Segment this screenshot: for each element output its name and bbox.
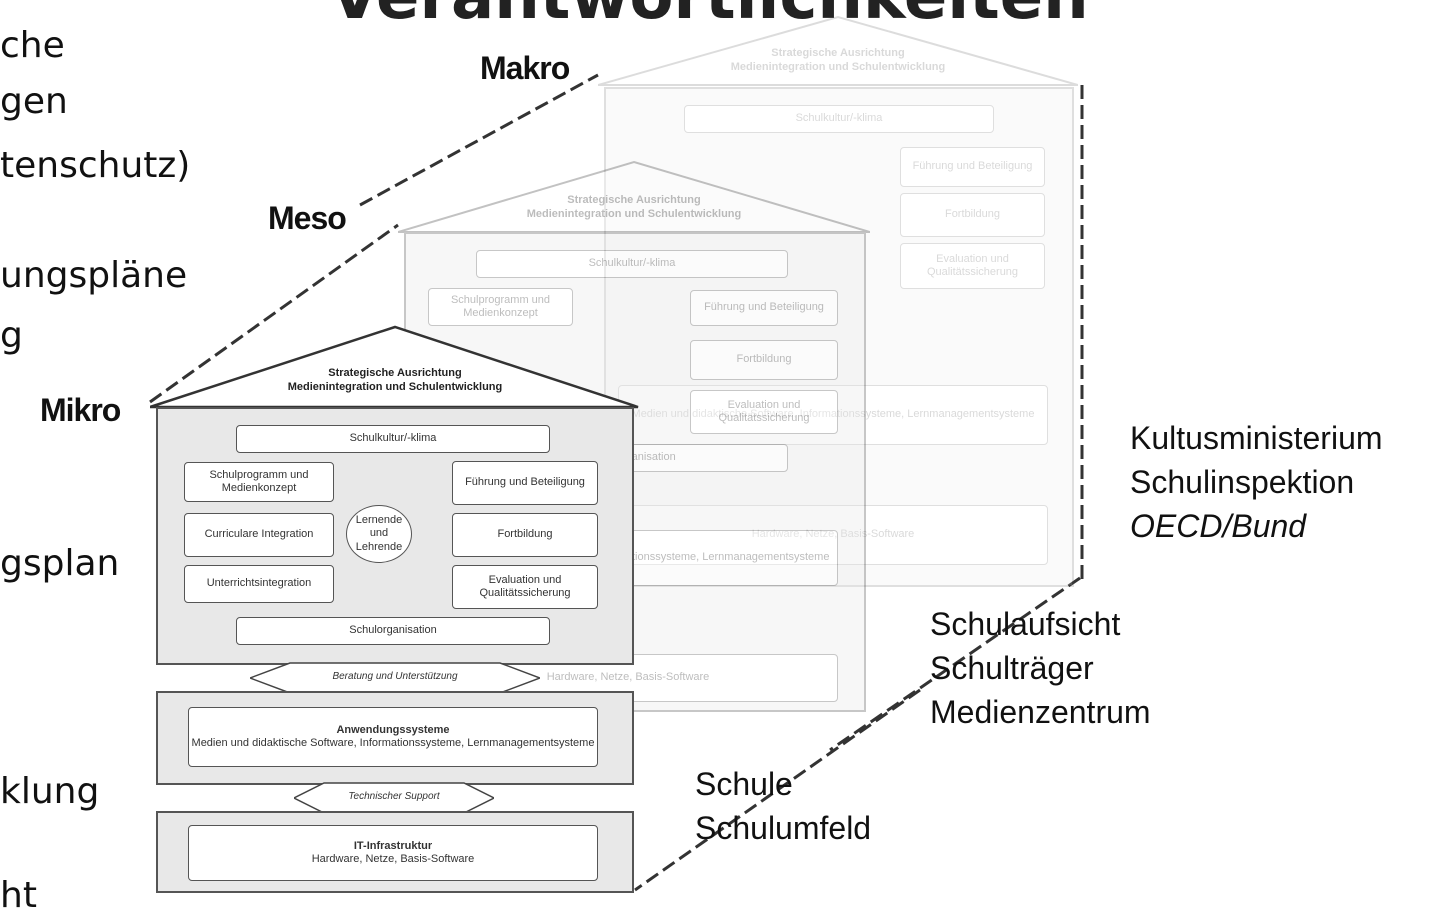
right-group-meso: Schulaufsicht Schulträger Medienzentrum bbox=[930, 602, 1151, 734]
left-fragment-1: che bbox=[0, 25, 65, 66]
meso-roof-line2: Medienintegration und Schulentwicklung bbox=[526, 207, 742, 220]
makro-it: Hardware, Netze, Basis-Software bbox=[618, 505, 1048, 565]
meso-roof-text: Strategische Ausrichtung Medienintegrati… bbox=[508, 194, 760, 222]
mikro-beratung-label: Beratung und Unterstützung bbox=[332, 671, 458, 682]
mikro-actor-2: Schulumfeld bbox=[695, 810, 872, 846]
mikro-fuehrung: Führung und Beteiligung bbox=[452, 461, 598, 505]
left-fragment-3: tenschutz) bbox=[0, 145, 191, 186]
mikro-support-label: Technischer Support bbox=[348, 791, 440, 802]
mikro-it-title: IT-Infrastruktur bbox=[353, 839, 433, 852]
meso-fortbildung: Fortbildung bbox=[690, 340, 838, 380]
level-label-mikro: Mikro bbox=[40, 392, 121, 428]
page-title: Verantwortlichkeiten bbox=[330, 0, 1089, 34]
mikro-anwendung: Anwendungssysteme Medien und didaktische… bbox=[188, 707, 598, 767]
makro-fuehrung: Führung und Beteiligung bbox=[900, 147, 1045, 187]
makro-anwendung: Medien und didaktische Software, Informa… bbox=[618, 385, 1048, 445]
mikro-house: Strategische Ausrichtung Medienintegrati… bbox=[150, 325, 640, 896]
makro-roof bbox=[598, 15, 1078, 86]
makro-actor-3: OECD/Bund bbox=[1130, 508, 1307, 544]
connector-lines bbox=[149, 73, 1084, 892]
level-label-meso: Meso bbox=[268, 200, 347, 236]
left-fragment-2: gen bbox=[0, 81, 68, 122]
mikro-roof-line1: Strategische Ausrichtung bbox=[328, 367, 462, 379]
mikro-anwendung-title: Anwendungssysteme bbox=[336, 723, 450, 736]
mikro-evaluation: Evaluation und Qualitätssicherung bbox=[452, 565, 598, 609]
mikro-unterricht: Unterrichtsintegration bbox=[184, 565, 334, 603]
dash-makro-bottom bbox=[829, 576, 1081, 752]
meso-roof bbox=[398, 160, 870, 233]
makro-roof-line2: Medienintegration und Schulentwicklung bbox=[730, 60, 946, 73]
makro-evaluation: Evaluation und Qualitätssicherung bbox=[900, 243, 1045, 289]
mikro-lernende: Lernende und Lehrende bbox=[346, 505, 412, 563]
meso-schulkultur: Schulkultur/-klima bbox=[476, 250, 788, 278]
meso-evaluation: Evaluation und Qualitätssicherung bbox=[690, 390, 838, 434]
makro-roof-line1: Strategische Ausrichtung bbox=[771, 47, 905, 59]
mikro-it-sub: Hardware, Netze, Basis-Software bbox=[311, 853, 475, 865]
makro-house: Strategische Ausrichtung Medienintegrati… bbox=[598, 15, 1078, 595]
meso-actor-2: Schulträger bbox=[930, 650, 1094, 686]
left-fragment-6: gsplan bbox=[0, 543, 120, 584]
mikro-roof-text: Strategische Ausrichtung Medienintegrati… bbox=[245, 367, 545, 395]
makro-actor-2: Schulinspektion bbox=[1130, 464, 1355, 500]
mikro-actor-1: Schule bbox=[695, 766, 793, 802]
level-label-makro: Makro bbox=[480, 50, 570, 86]
makro-anwendung-sub: Medien und didaktische Software, Informa… bbox=[632, 408, 1035, 421]
meso-it-sub: Hardware, Netze, Basis-Software bbox=[546, 671, 710, 684]
makro-schulkultur: Schulkultur/-klima bbox=[684, 105, 994, 133]
mikro-curriculare: Curriculare Integration bbox=[184, 513, 334, 557]
dash-meso-bottom bbox=[634, 688, 921, 892]
mikro-schulkultur: Schulkultur/-klima bbox=[236, 425, 550, 453]
meso-actor-1: Schulaufsicht bbox=[930, 606, 1121, 642]
meso-fuehrung: Führung und Beteiligung bbox=[690, 290, 838, 326]
left-fragment-4: ungspläne bbox=[0, 255, 188, 296]
meso-actor-3: Medienzentrum bbox=[930, 694, 1151, 730]
makro-panel bbox=[604, 87, 1074, 587]
mikro-schulorganisation: Schulorganisation bbox=[236, 617, 550, 645]
makro-fortbildung: Fortbildung bbox=[900, 193, 1045, 237]
right-group-mikro: Schule Schulumfeld bbox=[695, 762, 871, 850]
mikro-roof-line2: Medienintegration und Schulentwicklung bbox=[287, 380, 503, 393]
left-fragment-7: klung bbox=[0, 771, 100, 812]
makro-actor-1: Kultusministerium bbox=[1130, 420, 1383, 456]
makro-it-sub: Hardware, Netze, Basis-Software bbox=[752, 528, 915, 541]
meso-roof-line1: Strategische Ausrichtung bbox=[567, 194, 701, 206]
mikro-fortbildung: Fortbildung bbox=[452, 513, 598, 557]
dash-makro-meso-top bbox=[359, 73, 599, 207]
dash-meso-mikro-top bbox=[149, 223, 399, 404]
right-group-makro: Kultusministerium Schulinspektion OECD/B… bbox=[1130, 416, 1383, 548]
makro-roof-text: Strategische Ausrichtung Medienintegrati… bbox=[718, 47, 958, 75]
mikro-anwendung-sub: Medien und didaktische Software, Informa… bbox=[191, 737, 595, 749]
left-fragment-5: g bbox=[0, 315, 23, 356]
mikro-schulprogramm: Schulprogramm und Medienkonzept bbox=[184, 462, 334, 502]
mikro-it: IT-Infrastruktur Hardware, Netze, Basis-… bbox=[188, 825, 598, 881]
meso-schulprogramm: Schulprogramm und Medienkonzept bbox=[428, 288, 573, 326]
